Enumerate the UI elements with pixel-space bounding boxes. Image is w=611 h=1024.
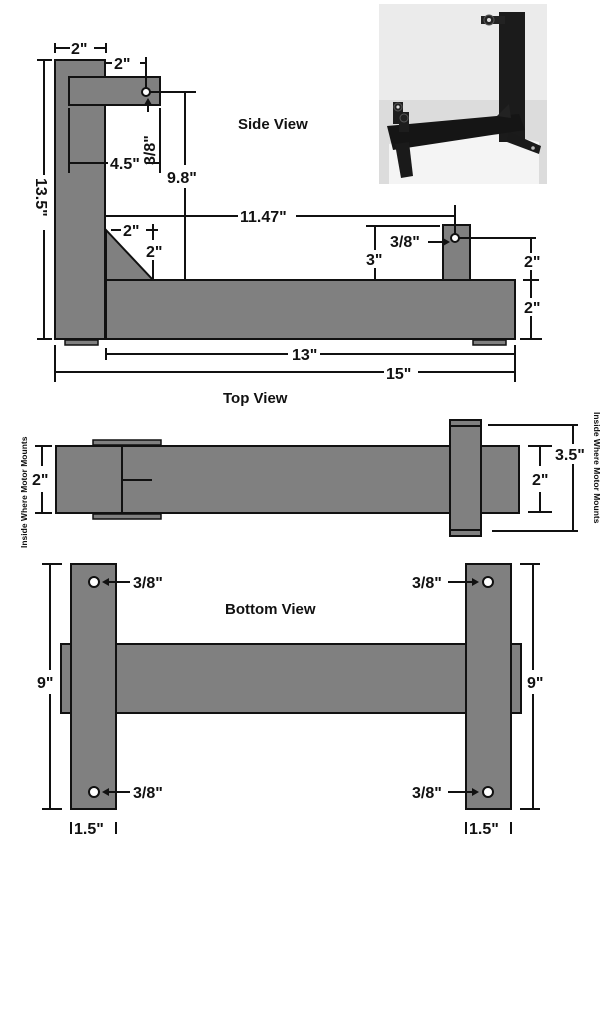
dim-gusset-height: 2" (146, 244, 162, 261)
dim-bottom-right-plate-width: 1.5" (469, 821, 499, 838)
bottom-view: Bottom View 3/8" 3/8" 3/8" 3/8" 9" 9" (37, 563, 543, 838)
dim-top-left-width: 2" (32, 472, 48, 489)
upright-post (54, 59, 106, 340)
foot-right (472, 339, 507, 346)
product-photo-illustration (379, 4, 547, 184)
gusset (105, 227, 156, 281)
dim-bottom-left-height: 9" (37, 675, 53, 692)
top-left-plate-upper (92, 439, 162, 446)
dim-arm-hole-height: 9.8" (167, 170, 197, 187)
bottom-right-plate (465, 563, 512, 810)
dim-base-height: 2" (524, 300, 540, 317)
tab-hole (450, 233, 460, 243)
dim-bottom-right-hole-bottom: 3/8" (412, 785, 442, 802)
dim-bottom-right-hole-top: 3/8" (412, 575, 442, 592)
bottom-left-plate (70, 563, 117, 810)
bottom-view-title: Bottom View (225, 601, 316, 618)
dim-arm-offset: 2" (114, 56, 130, 73)
top-left-plate-lower (92, 513, 162, 520)
dim-arm-length: 4.5" (110, 156, 140, 173)
top-view-title: Top View (223, 390, 288, 407)
bottom-right-hole-top (482, 576, 494, 588)
dim-bottom-left-plate-width: 1.5" (74, 821, 104, 838)
side-view: Side View 2" 2" 3/8" 4.5" (32, 41, 542, 383)
top-view: Top View 2" 2" 3.5" Inside Where Motor M… (19, 390, 602, 548)
bottom-center-bar (60, 643, 522, 714)
dim-bottom-left-hole-top: 3/8" (133, 575, 163, 592)
dim-hole-span: 11.47" (240, 209, 287, 226)
base-bar (105, 279, 516, 340)
bottom-left-hole-bottom (88, 786, 100, 798)
foot-left (64, 339, 99, 346)
dim-tab-hole: 3/8" (390, 234, 420, 251)
dim-overall-height: 13.5" (32, 178, 49, 217)
dim-tab-hole-height: 2" (524, 254, 540, 271)
dim-gusset-width: 2" (123, 223, 139, 240)
side-note-left: Inside Where Motor Mounts (19, 436, 29, 548)
side-note-right: Inside Where Motor Mounts (592, 412, 602, 524)
bottom-left-hole-top (88, 576, 100, 588)
dim-top-right-outer-width: 3.5" (555, 447, 585, 464)
product-photo (379, 4, 547, 184)
dim-base-length: 13" (292, 347, 317, 364)
bottom-right-hole-bottom (482, 786, 494, 798)
dim-top-right-width: 2" (532, 472, 548, 489)
dim-arm-hole: 3/8" (142, 135, 159, 165)
dim-tab-offset: 3" (366, 252, 382, 269)
dim-overall-length: 15" (386, 366, 411, 383)
dim-bottom-left-hole-bottom: 3/8" (133, 785, 163, 802)
dim-bottom-right-height: 9" (527, 675, 543, 692)
arm-hole (141, 87, 151, 97)
top-right-crossbar (449, 419, 482, 537)
side-view-title: Side View (238, 116, 308, 133)
dim-upright-width: 2" (71, 41, 87, 58)
